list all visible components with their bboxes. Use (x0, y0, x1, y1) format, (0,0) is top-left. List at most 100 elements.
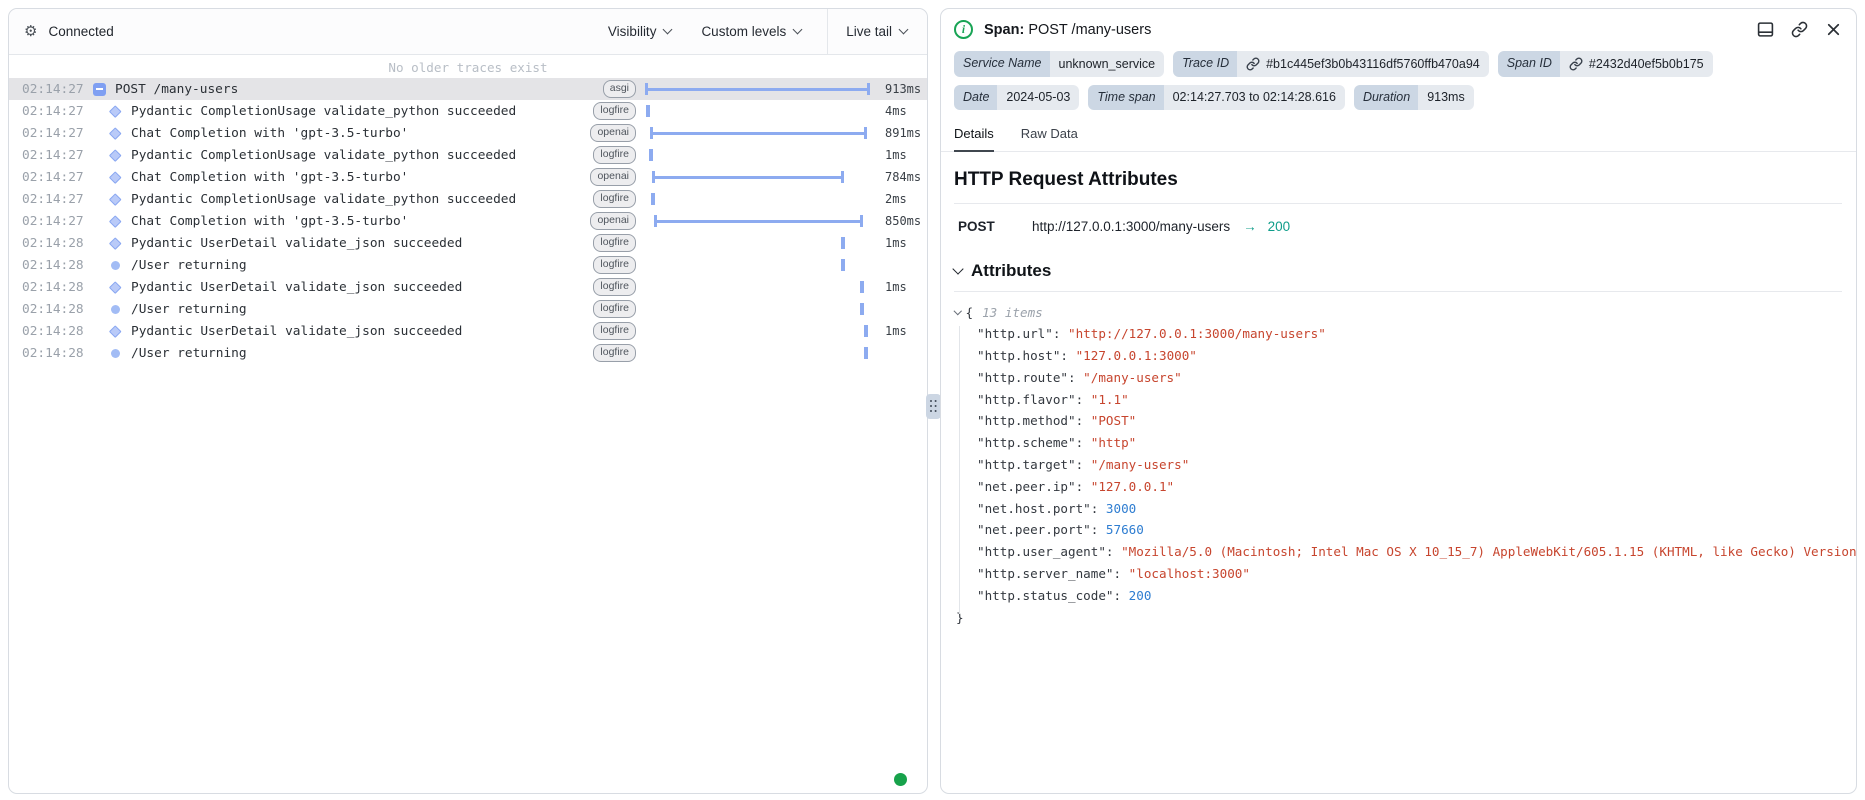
panel-resize-handle[interactable] (926, 394, 941, 419)
meta-badge-value: 02:14:27.703 to 02:14:28.616 (1172, 90, 1336, 104)
meta-badge-value: #2432d40ef5b0b175 (1588, 56, 1704, 71)
trace-row-duration: 2ms (885, 192, 907, 206)
span-header: i Span: POST /many-users (941, 9, 1856, 43)
trace-row[interactable]: 02:14:27 Pydantic CompletionUsage valida… (9, 144, 927, 166)
chevron-down-icon (792, 24, 803, 35)
trace-row-duration: 4ms (885, 104, 907, 118)
json-entry[interactable]: "http.server_name": "localhost:3000" (977, 566, 1250, 582)
tab-details[interactable]: Details (954, 126, 994, 152)
trace-row[interactable]: 02:14:28 /User returning logfire (9, 298, 927, 320)
diamond-icon (109, 192, 122, 206)
visibility-dropdown[interactable]: Visibility (608, 9, 673, 54)
chevron-down-icon (952, 262, 964, 275)
json-entry[interactable]: "net.peer.ip": "127.0.0.1" (977, 478, 1175, 494)
diamond-icon (109, 148, 122, 162)
json-entry[interactable]: "http.user_agent": "Mozilla/5.0 (Macinto… (977, 544, 1857, 560)
trace-row-timeline (645, 78, 875, 100)
tab-raw-data[interactable]: Raw Data (1020, 125, 1078, 141)
diamond-icon (109, 324, 122, 338)
trace-row[interactable]: 02:14:27 Pydantic CompletionUsage valida… (9, 100, 927, 122)
trace-row-duration: 784ms (885, 170, 922, 184)
details-content: HTTP Request Attributes POST http://127.… (941, 169, 1856, 629)
trace-row-time: 02:14:27 (22, 81, 84, 97)
json-open-line[interactable]: { 13 items (953, 302, 1842, 324)
trace-row-timeline (645, 342, 875, 364)
gear-icon[interactable]: ⚙ (24, 23, 38, 40)
grip-dots-icon (930, 400, 933, 403)
scope-badge: logfire (593, 322, 636, 340)
trace-row-timeline (645, 320, 875, 342)
trace-row[interactable]: 02:14:28 Pydantic UserDetail validate_js… (9, 232, 927, 254)
trace-row-duration: 1ms (885, 280, 907, 294)
json-entry[interactable]: "http.flavor": "1.1" (977, 391, 1129, 407)
json-entry[interactable]: "http.target": "/many-users" (977, 457, 1190, 473)
trace-row[interactable]: 02:14:28 /User returning logfire (9, 254, 927, 276)
divider (954, 202, 1842, 204)
trace-row-label: Pydantic CompletionUsage validate_python… (131, 191, 517, 207)
attributes-heading[interactable]: Attributes (952, 261, 1842, 281)
trace-row[interactable]: 02:14:28 Pydantic UserDetail validate_js… (9, 320, 927, 342)
close-icon[interactable] (1825, 21, 1842, 38)
chevron-down-icon (953, 306, 962, 315)
trace-row-time: 02:14:27 (22, 191, 84, 207)
trace-row-label: POST /many-users (115, 81, 239, 97)
trace-row-duration: 891ms (885, 126, 922, 140)
http-request-line: POST http://127.0.0.1:3000/many-users → … (958, 219, 1842, 234)
meta-badge-value: #b1c445ef3b0b43116df5760ffb470a94 (1266, 56, 1480, 71)
json-entry[interactable]: "http.scheme": "http" (977, 435, 1137, 451)
trace-row-timeline (645, 100, 875, 122)
trace-row-timeline (645, 166, 875, 188)
trace-row-timeline (645, 122, 875, 144)
meta-badge-label: Span ID (1497, 51, 1560, 77)
scope-badge: asgi (602, 80, 636, 98)
link-icon[interactable] (1569, 57, 1583, 71)
trace-row-duration: 1ms (885, 148, 907, 162)
diamond-icon (109, 170, 122, 184)
http-url: http://127.0.0.1:3000/many-users (1032, 218, 1231, 234)
scope-badge: logfire (593, 102, 636, 120)
scope-badge: logfire (593, 300, 636, 318)
trace-row[interactable]: 02:14:27 Chat Completion with 'gpt-3.5-t… (9, 210, 927, 232)
arrow-right-icon: → (1243, 218, 1257, 234)
meta-badge: Span ID #2432d40ef5b0b175 (1497, 51, 1713, 77)
json-entry[interactable]: "http.route": "/many-users" (977, 369, 1182, 385)
dot-icon (111, 260, 120, 270)
trace-row[interactable]: 02:14:27 POST /many-users asgi 913ms (9, 78, 927, 100)
custom-levels-dropdown[interactable]: Custom levels (701, 9, 803, 54)
live-tail-dropdown[interactable]: Live tail (846, 24, 909, 39)
diamond-icon (109, 236, 122, 250)
trace-row-duration: 1ms (885, 236, 907, 250)
trace-row-timeline (645, 144, 875, 166)
meta-badge: Time span 02:14:27.703 to 02:14:28.616 (1088, 85, 1345, 110)
scope-badge: logfire (593, 344, 636, 362)
meta-badge: Date 2024-05-03 (954, 85, 1080, 110)
traces-panel: ⚙ Connected Visibility Custom levels Liv… (8, 8, 928, 794)
attributes-json-tree: { 13 items "http.url": "http://127.0.0.1… (953, 302, 1857, 629)
link-icon[interactable] (1246, 57, 1260, 71)
json-entry[interactable]: "http.method": "POST" (977, 413, 1137, 429)
live-tail-section: Live tail (827, 9, 927, 54)
json-entry[interactable]: "net.host.port": 3000 (977, 500, 1137, 516)
detail-tabs: Details Raw Data (941, 113, 1856, 152)
trace-row-label: Chat Completion with 'gpt-3.5-turbo' (131, 213, 409, 229)
trace-row[interactable]: 02:14:27 Chat Completion with 'gpt-3.5-t… (9, 122, 927, 144)
trace-row[interactable]: 02:14:27 Pydantic CompletionUsage valida… (9, 188, 927, 210)
trace-row[interactable]: 02:14:28 Pydantic UserDetail validate_js… (9, 276, 927, 298)
json-entry[interactable]: "http.url": "http://127.0.0.1:3000/many-… (977, 326, 1326, 342)
link-icon[interactable] (1791, 21, 1808, 38)
scope-badge: logfire (593, 190, 636, 208)
span-meta-badges: Service Name unknown_service Trace ID #b… (941, 43, 1856, 110)
diamond-icon (109, 126, 122, 140)
dock-panel-icon[interactable] (1757, 21, 1774, 38)
trace-row[interactable]: 02:14:27 Chat Completion with 'gpt-3.5-t… (9, 166, 927, 188)
trace-row-label: /User returning (131, 345, 247, 361)
trace-row[interactable]: 02:14:28 /User returning logfire (9, 342, 927, 364)
json-entry[interactable]: "http.host": "127.0.0.1:3000" (977, 348, 1197, 364)
section-title: HTTP Request Attributes (954, 168, 1178, 190)
meta-badge: Service Name unknown_service (954, 51, 1165, 77)
json-entry[interactable]: "net.peer.port": 57660 (977, 522, 1144, 538)
diamond-icon (109, 214, 122, 228)
trace-row-label: Chat Completion with 'gpt-3.5-turbo' (131, 169, 409, 185)
json-entry[interactable]: "http.status_code": 200 (977, 587, 1152, 603)
